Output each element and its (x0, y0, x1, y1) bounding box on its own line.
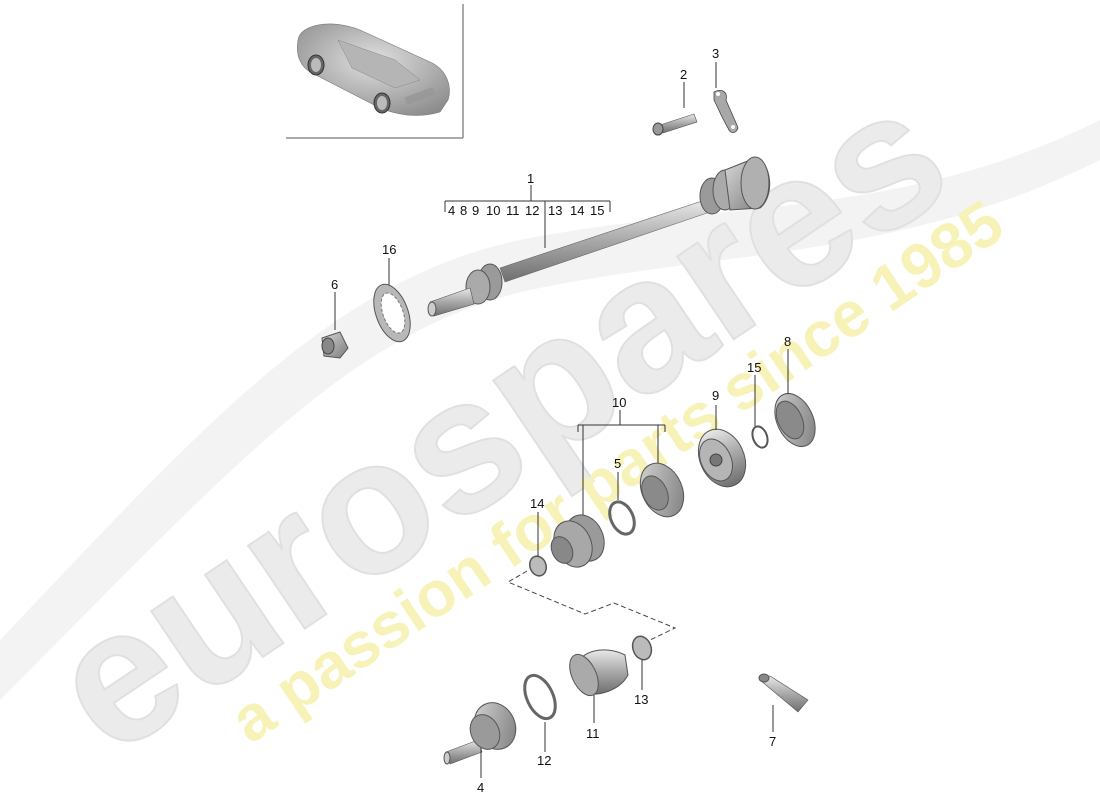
watermark-brand: eurospares (14, 45, 982, 794)
group-item-4: 4 (448, 203, 455, 218)
part-8-cover[interactable]: 8 (767, 334, 823, 453)
part-4-outer-joint[interactable]: 4 (443, 696, 523, 795)
vehicle-thumbnail (286, 4, 464, 139)
group-item-14: 14 (570, 203, 584, 218)
callout-15[interactable]: 15 (747, 360, 761, 375)
group-item-10: 10 (486, 203, 500, 218)
callout-14[interactable]: 14 (530, 496, 544, 511)
part-15-circlip[interactable]: 15 (747, 360, 770, 450)
callout-1[interactable]: 1 (527, 171, 534, 186)
part-5-ring[interactable]: 5 (605, 456, 639, 538)
callout-6[interactable]: 6 (331, 277, 338, 292)
group-bracket-1: 1 4 8 9 10 11 12 13 14 15 (444, 171, 611, 248)
callout-9[interactable]: 9 (712, 388, 719, 403)
group-item-13: 13 (548, 203, 562, 218)
part-6-nut[interactable]: 6 (321, 277, 349, 359)
callout-11[interactable]: 11 (586, 726, 600, 741)
watermark: eurospares a passion for parts since 198… (0, 44, 1100, 795)
part-16-lock-washer[interactable]: 16 (367, 242, 418, 347)
group-bracket-10: 10 (577, 395, 666, 520)
part-13-clamp[interactable]: 13 (629, 634, 654, 707)
part-3-lock-plate[interactable]: 3 (712, 46, 739, 133)
car-icon (297, 23, 450, 116)
callout-16[interactable]: 16 (382, 242, 396, 257)
dashed-group-line (506, 570, 677, 641)
callout-13[interactable]: 13 (634, 692, 648, 707)
callout-5[interactable]: 5 (614, 456, 621, 471)
part-11-outer-boot[interactable]: 11 (564, 649, 629, 741)
callout-3[interactable]: 3 (712, 46, 719, 61)
part-12-band-clamp[interactable]: 12 (518, 671, 561, 768)
part-14-clamp[interactable]: 14 (527, 496, 549, 578)
part-1-drive-shaft[interactable] (427, 156, 771, 317)
part-7-grease[interactable]: 7 (758, 673, 809, 749)
group-item-15: 15 (590, 203, 604, 218)
group-item-12: 12 (525, 203, 539, 218)
group-item-11: 11 (506, 203, 520, 218)
callout-10[interactable]: 10 (612, 395, 626, 410)
group-item-8: 8 (460, 203, 467, 218)
part-9-cv-joint[interactable]: 9 (689, 388, 754, 494)
group-item-9: 9 (472, 203, 479, 218)
part-10-flange[interactable] (632, 456, 692, 524)
part-2-bolt[interactable]: 2 (652, 67, 698, 136)
callout-7[interactable]: 7 (769, 734, 776, 749)
part-10-boot[interactable] (547, 509, 612, 574)
callout-4[interactable]: 4 (477, 780, 484, 795)
callout-2[interactable]: 2 (680, 67, 687, 82)
callout-12[interactable]: 12 (537, 753, 551, 768)
callout-8[interactable]: 8 (784, 334, 791, 349)
